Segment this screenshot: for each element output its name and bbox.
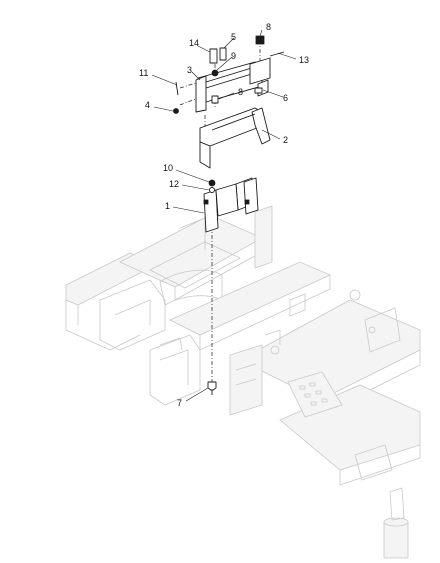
chassis-frame — [65, 205, 421, 559]
callout-labels: 14 5 8 9 13 11 3 8 6 4 2 10 12 1 7 — [139, 22, 309, 408]
lower-bracket-assembly — [203, 177, 259, 395]
callout-9: 9 — [231, 51, 236, 61]
callout-8-top: 8 — [266, 22, 271, 32]
callout-14: 14 — [189, 38, 199, 48]
callout-8-middle: 8 — [238, 87, 243, 97]
callout-4: 4 — [145, 100, 150, 110]
callout-2: 2 — [283, 135, 288, 145]
callout-3: 3 — [187, 65, 192, 75]
callout-7: 7 — [177, 398, 182, 408]
callout-1: 1 — [165, 201, 170, 211]
callout-13: 13 — [299, 55, 309, 65]
callout-5: 5 — [231, 32, 236, 42]
callout-12: 12 — [169, 179, 179, 189]
upper-bracket-assembly — [173, 35, 285, 169]
leader-lines — [151, 29, 297, 402]
callout-11: 11 — [139, 68, 148, 78]
callout-10: 10 — [163, 163, 173, 173]
callout-6: 6 — [283, 93, 288, 103]
